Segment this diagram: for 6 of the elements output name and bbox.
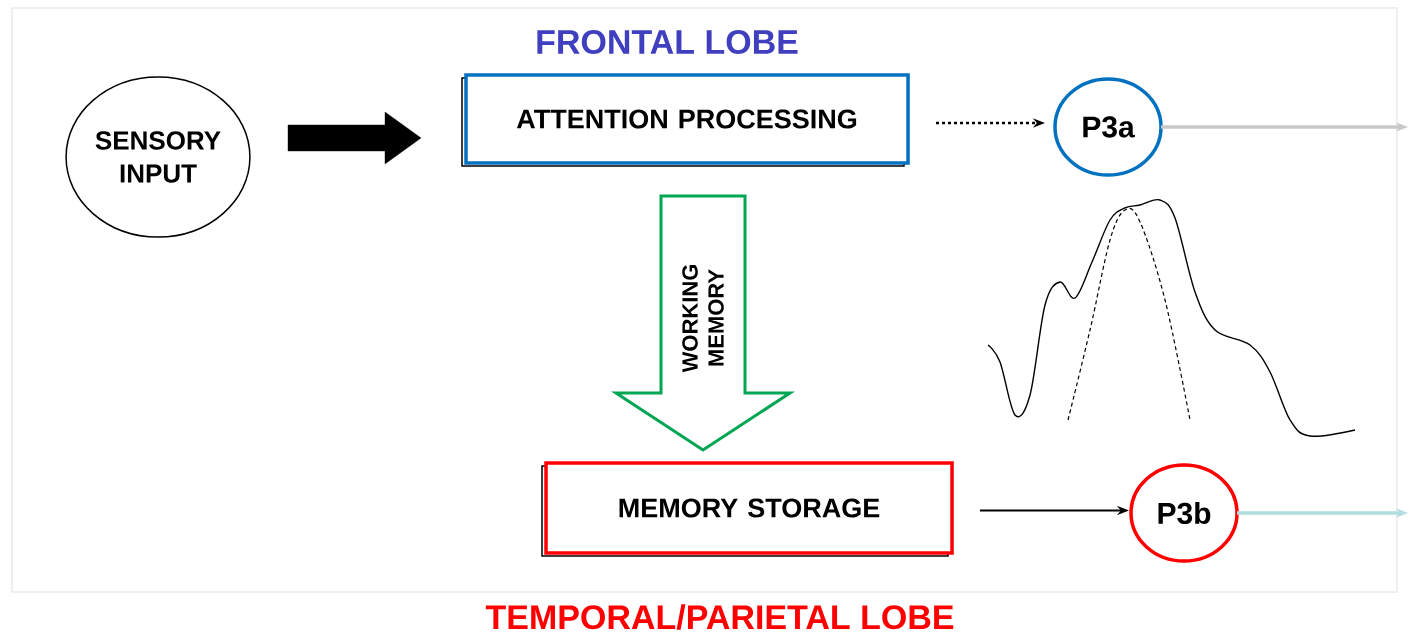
region-label: TEMPORAL/PARIETAL LOBE bbox=[485, 604, 954, 630]
edge-label: WORKING MEMORY bbox=[681, 242, 725, 394]
block-arrow bbox=[287, 111, 422, 165]
process-box: MEMORY STORAGE bbox=[541, 461, 954, 557]
region-label: FRONTAL LOBE bbox=[537, 29, 798, 55]
process-box: ATTENTION PROCESSING bbox=[461, 73, 910, 167]
